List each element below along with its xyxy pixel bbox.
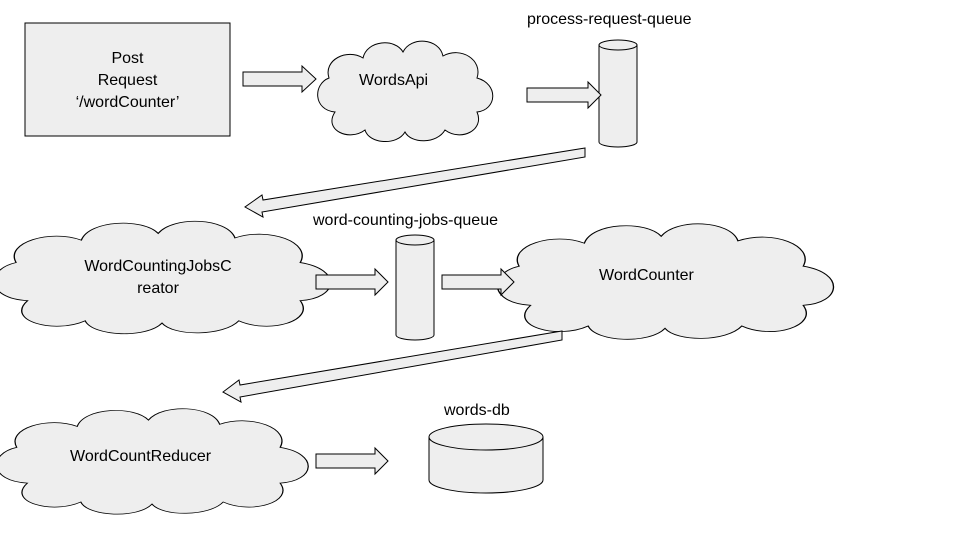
arrow-wordsapi-to-queue [526,80,602,110]
word-counting-jobs-queue-label: word-counting-jobs-queue [313,212,498,229]
jobs-creator-cloud[interactable] [0,221,332,335]
process-request-queue-cylinder[interactable] [598,39,638,148]
word-counter-label: WordCounter [599,267,694,284]
arrow-creator-to-jobs-queue [315,267,389,297]
request-box-label: Post Request ‘/wordCounter’ [75,50,180,111]
word-counter-cloud[interactable] [496,223,835,340]
arrow-reducer-to-db [315,446,389,476]
words-db-cylinder[interactable] [428,423,544,494]
words-db-label: words-db [444,402,510,419]
arrow-request-to-wordsapi [242,64,317,94]
word-counting-jobs-queue-cylinder[interactable] [395,234,435,341]
words-api-cloud[interactable] [317,40,494,142]
arrow-queue-to-jobs-creator [244,147,586,218]
reducer-label: WordCountReducer [70,448,212,465]
process-request-queue-label: process-request-queue [527,11,692,28]
arrow-jobs-queue-to-wordcounter [441,267,515,297]
request-box[interactable] [24,22,231,137]
arrow-wordcounter-to-reducer [222,330,563,403]
words-api-label: WordsApi [359,72,429,89]
jobs-creator-label: WordCountingJobsC reator [84,258,232,297]
reducer-cloud[interactable] [0,408,309,515]
